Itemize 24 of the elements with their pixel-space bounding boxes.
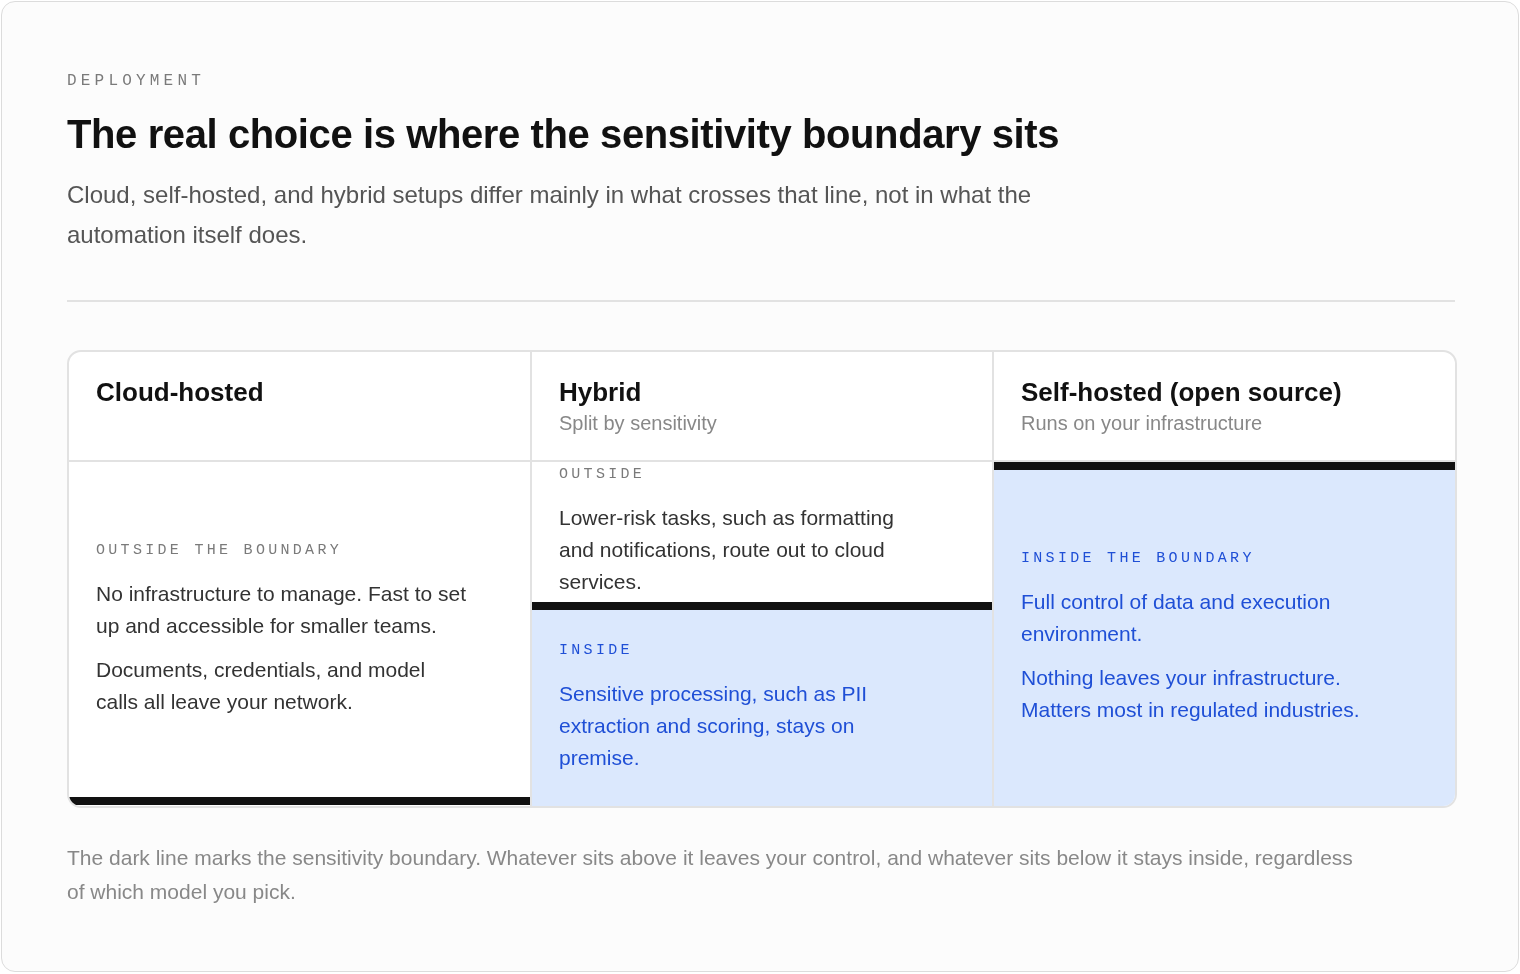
- body-text: Sensitive processing, such as PII extraction and scoring, stays on premise.: [559, 681, 869, 771]
- column-heading: Cloud-hosted: [96, 376, 264, 408]
- caption-text: The dark line marks the sensitivity boundary. Whatever sits above it leaves your control, and whatever sits below it stays inside, regardless of which model you pick.: [67, 845, 1354, 905]
- column-panel: [67, 350, 532, 808]
- column-panel: [530, 350, 994, 808]
- inside-panel: [994, 470, 1455, 806]
- eyebrow-text: DEPLOYMENT: [67, 71, 205, 91]
- body-text: Full control of data and execution environment.: [1021, 589, 1332, 647]
- column-subheading: Runs on your infrastructure: [1021, 411, 1263, 436]
- section-label: INSIDE THE BOUNDARY: [1021, 550, 1255, 568]
- section-label: OUTSIDE THE BOUNDARY: [96, 541, 343, 560]
- body-text: No infrastructure to manage. Fast to set up and accessible for smaller teams.: [96, 580, 467, 639]
- column-subheading: Split by sensitivity: [559, 411, 717, 436]
- section-label: INSIDE: [559, 642, 633, 660]
- body-text: Lower-risk tasks, such as formatting and notifications, route out to cloud services.: [559, 505, 895, 595]
- title-text: The real choice is where the sensitivity boundary sits: [67, 111, 1060, 158]
- body-text: Nothing leaves your infrastructure. Matters most in regulated industries.: [1021, 665, 1361, 723]
- body-text: Documents, credentials, and model calls all leave your network.: [96, 656, 427, 715]
- subtitle-text: Cloud, self-hosted, and hybrid setups differ mainly in what crosses that line, not in what the automation itself does.: [67, 180, 1033, 250]
- inside-panel: [532, 610, 992, 806]
- column-heading: Hybrid: [559, 376, 642, 408]
- column-panel: [992, 350, 1457, 808]
- column-heading: Self-hosted (open source): [1021, 376, 1342, 408]
- section-label: OUTSIDE: [559, 466, 646, 484]
